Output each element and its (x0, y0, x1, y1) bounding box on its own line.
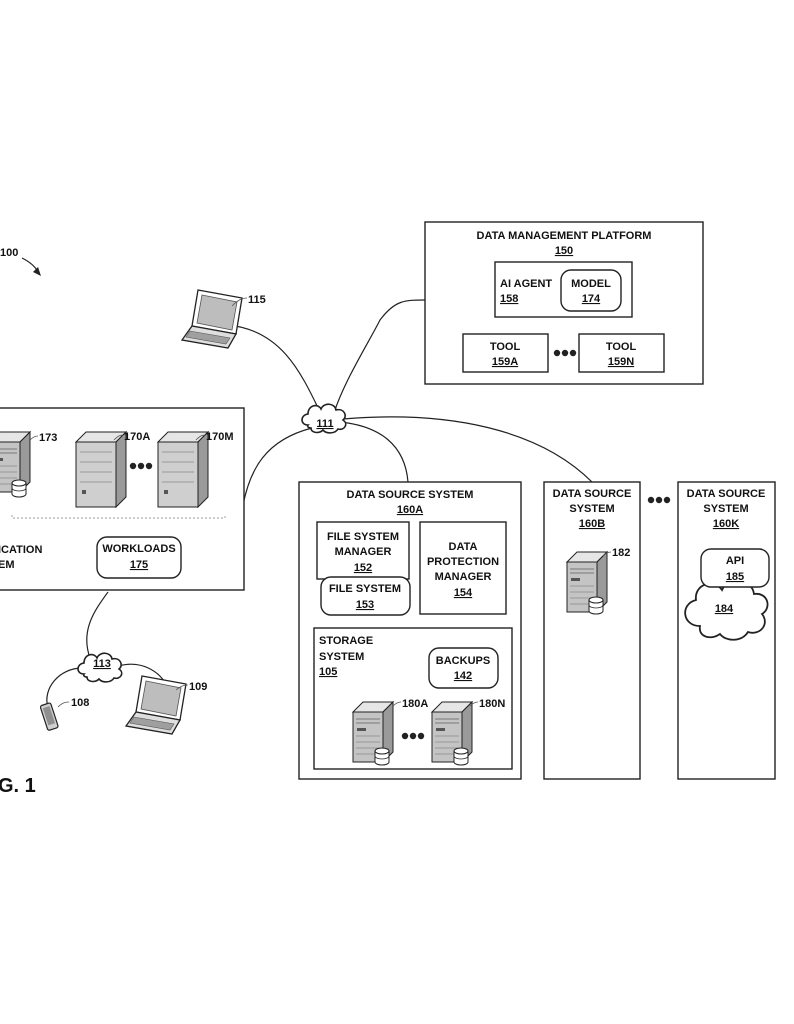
data-source-b-title-line1: DATA SOURCE (553, 488, 632, 500)
dpm-label-line2: PROTECTION (427, 556, 499, 568)
workloads-ref: 175 (130, 559, 148, 571)
server-173-db-icon (11, 479, 27, 498)
phone-108-leader (57, 701, 70, 708)
model-box (560, 269, 622, 312)
link-laptop-115-network (227, 324, 321, 413)
diagram-ref-arrowhead (33, 267, 41, 276)
file-system-label: FILE SYSTEM (329, 583, 401, 595)
laptop-115-icon (181, 289, 243, 349)
server-170m-leader (195, 434, 206, 441)
server-170a-ref: 170A (124, 431, 150, 443)
cloud-184-icon (684, 579, 769, 641)
data-source-b-ref: 160B (579, 518, 605, 530)
data-source-k-title-line1: DATA SOURCE (687, 488, 766, 500)
ai-agent-label: AI AGENT (500, 278, 552, 290)
laptop-115-ref: 115 (248, 294, 266, 306)
application-system-label-line2: EM (0, 559, 15, 571)
model-ref: 174 (582, 293, 601, 305)
tool-n-label: TOOL (606, 341, 637, 353)
data-source-b-title-line2: SYSTEM (569, 503, 614, 515)
server-180a-ref: 180A (402, 698, 428, 710)
server-180a-db-icon (374, 747, 390, 766)
api-ref: 185 (726, 571, 744, 583)
server-170a-leader (113, 434, 124, 441)
server-173-leader (29, 435, 39, 441)
data-source-k-ref: 160K (713, 518, 739, 530)
file-system-manager-box (316, 521, 410, 580)
storage-label-line2: SYSTEM (319, 651, 364, 663)
model-label: MODEL (571, 278, 611, 290)
storage-ref: 105 (319, 666, 337, 678)
data-sources-ellipsis-dots (647, 496, 671, 504)
application-system-label-line1: ICATION (0, 544, 42, 556)
server-180n-leader (469, 701, 479, 707)
storage-servers-ellipsis-dots (401, 732, 425, 740)
workloads-box (96, 536, 182, 579)
platform-ref: 150 (555, 245, 573, 257)
servers-ellipsis-dots (129, 462, 153, 470)
api-box (700, 548, 770, 588)
server-170m-ref: 170M (206, 431, 234, 443)
server-180n-db-icon (453, 747, 469, 766)
server-180a-leader (392, 701, 402, 707)
data-source-a-ref: 160A (397, 504, 423, 516)
ai-agent-ref: 158 (500, 293, 518, 305)
link-network-source-a (339, 421, 409, 483)
data-source-a-title: DATA SOURCE SYSTEM (347, 489, 474, 501)
dpm-ref: 154 (454, 587, 473, 599)
backups-label: BACKUPS (436, 655, 490, 667)
server-170a-icon (75, 431, 127, 508)
server-182-leader (602, 551, 612, 557)
api-label: API (726, 555, 744, 567)
link-network-application (242, 427, 313, 506)
cloud-184-ref: 184 (715, 603, 734, 615)
server-182-db-icon (588, 596, 604, 615)
fsm-label-line1: FILE SYSTEM (327, 531, 399, 543)
tool-a-label: TOOL (490, 341, 521, 353)
workloads-label: WORKLOADS (102, 543, 175, 555)
data-source-b-box (543, 481, 641, 780)
fsm-ref: 152 (354, 562, 372, 574)
network-113-ref: 113 (93, 658, 111, 670)
laptop-109-ref: 109 (189, 681, 207, 693)
platform-title: DATA MANAGEMENT PLATFORM (477, 230, 652, 242)
figure-label: G. 1 (0, 775, 36, 797)
link-network-platform (334, 299, 426, 411)
dpm-label-line1: DATA (449, 541, 478, 553)
server-182-ref: 182 (612, 547, 630, 559)
link-application-network-113 (86, 591, 109, 659)
tools-ellipsis-dots (553, 349, 577, 357)
laptop-109-leader (175, 684, 189, 691)
diagram-ref: 100 (0, 247, 18, 259)
file-system-box (320, 576, 411, 616)
backups-ref: 142 (454, 670, 472, 682)
tool-n-box (578, 333, 665, 373)
tool-n-ref: 159N (608, 356, 634, 368)
phone-108-icon (39, 702, 59, 731)
data-source-k-title-line2: SYSTEM (703, 503, 748, 515)
fsm-label-line2: MANAGER (335, 546, 392, 558)
server-173-ref: 173 (39, 432, 57, 444)
link-113-phone (46, 667, 83, 709)
phone-108-ref: 108 (71, 697, 89, 709)
data-protection-manager-box (419, 521, 507, 615)
backups-box (428, 647, 499, 689)
application-bus-dashed (11, 515, 226, 519)
server-170m-icon (157, 431, 209, 508)
storage-label-line1: STORAGE (319, 635, 373, 647)
file-system-ref: 153 (356, 599, 374, 611)
laptop-115-leader (231, 297, 248, 307)
tool-a-box (462, 333, 549, 373)
laptop-109-icon (125, 675, 187, 735)
server-180n-ref: 180N (479, 698, 505, 710)
link-network-source-b (342, 416, 593, 483)
network-111-ref: 111 (316, 418, 333, 430)
tool-a-ref: 159A (492, 356, 518, 368)
dpm-label-line3: MANAGER (435, 571, 492, 583)
